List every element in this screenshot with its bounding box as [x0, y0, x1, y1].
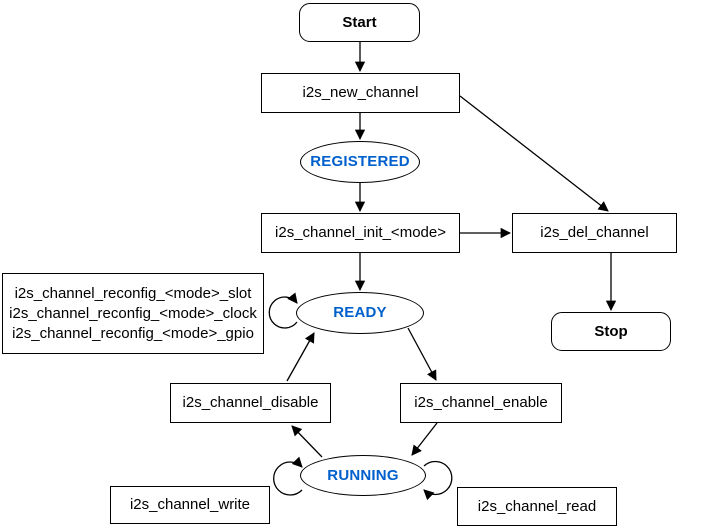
edge-running-to-disable [291, 425, 323, 458]
edge-ready-to-enable [407, 327, 437, 381]
node-stop: Stop [551, 312, 671, 351]
self-loop-running-right [423, 460, 453, 501]
self-loop-running-left [273, 456, 303, 496]
state-running: RUNNING [300, 455, 426, 496]
node-i2s-channel-enable: i2s_channel_enable [400, 383, 562, 423]
node-i2s-new-channel-label: i2s_new_channel [302, 84, 419, 101]
node-i2s-channel-enable-label: i2s_channel_enable [414, 394, 548, 411]
state-registered-label: REGISTERED [310, 153, 410, 170]
node-i2s-channel-read-label: i2s_channel_read [477, 497, 597, 515]
node-i2s-channel-disable: i2s_channel_disable [170, 383, 331, 423]
node-i2s-channel-init-mode: i2s_channel_init_<mode> [261, 213, 460, 253]
state-ready: READY [296, 292, 424, 334]
state-running-label: RUNNING [327, 466, 399, 484]
node-stop-label: Stop [594, 322, 628, 340]
edge-enable-to-running [411, 422, 438, 456]
node-start: Start [299, 3, 420, 42]
node-i2s-channel-reconfig-list: i2s_channel_reconfig_<mode>_slot i2s_cha… [2, 273, 264, 354]
reconfig-slot-label: i2s_channel_reconfig_<mode>_slot [14, 284, 252, 302]
state-registered: REGISTERED [300, 141, 420, 183]
reconfig-gpio-label: i2s_channel_reconfig_<mode>_gpio [12, 324, 254, 342]
state-ready-label: READY [333, 304, 387, 321]
self-loop-ready [268, 292, 298, 329]
node-i2s-channel-init-mode-label: i2s_channel_init_<mode> [275, 224, 446, 241]
reconfig-clock-label: i2s_channel_reconfig_<mode>_clock [9, 304, 257, 322]
edge-disable-to-ready [286, 332, 315, 382]
node-start-label: Start [342, 13, 377, 31]
node-i2s-del-channel-label: i2s_del_channel [540, 224, 649, 241]
node-i2s-del-channel: i2s_del_channel [512, 213, 677, 253]
node-i2s-channel-disable-label: i2s_channel_disable [182, 394, 319, 411]
node-i2s-channel-read: i2s_channel_read [457, 487, 617, 526]
node-i2s-channel-write: i2s_channel_write [110, 486, 270, 524]
edge-new-channel-to-del-channel [459, 95, 609, 212]
node-i2s-channel-write-label: i2s_channel_write [129, 496, 251, 513]
node-i2s-new-channel: i2s_new_channel [261, 73, 460, 113]
